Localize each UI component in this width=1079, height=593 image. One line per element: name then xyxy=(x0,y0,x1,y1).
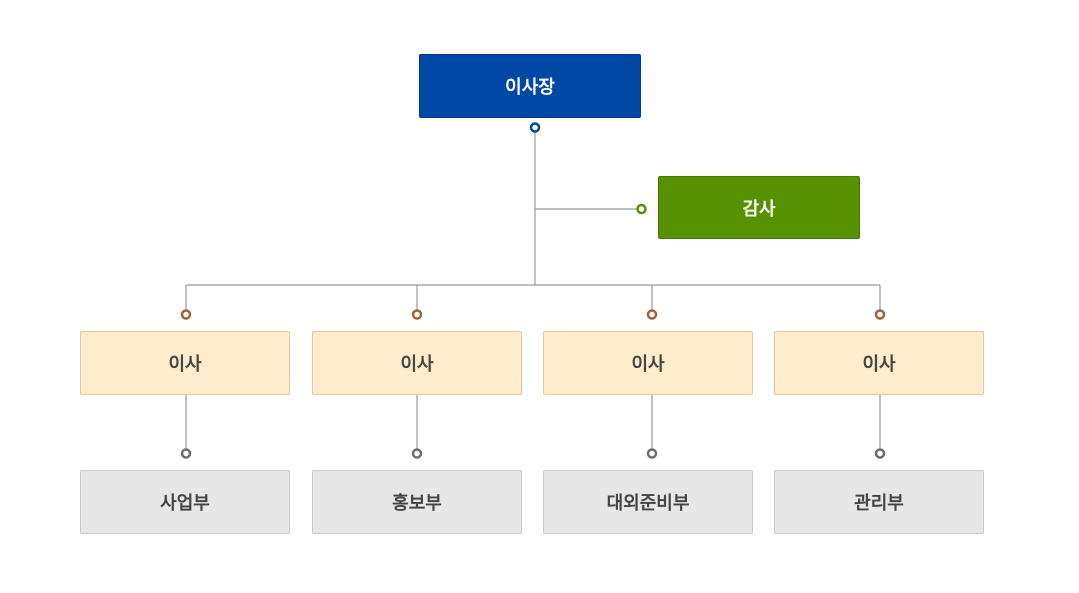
dept-connector-dot-3 xyxy=(646,448,658,459)
department-label-pr: 홍보부 xyxy=(392,493,442,514)
department-box-business: 사업부 xyxy=(80,470,290,534)
chairman-box: 이사장 xyxy=(419,54,641,118)
department-box-external: 대외준비부 xyxy=(543,470,753,534)
auditor-label: 감사 xyxy=(742,198,776,220)
director-connector-dot-4 xyxy=(874,309,886,320)
auditor-box: 감사 xyxy=(658,176,860,239)
director-label-1: 이사 xyxy=(168,354,202,375)
department-box-pr: 홍보부 xyxy=(312,470,522,534)
director-box-2: 이사 xyxy=(312,331,522,395)
director-connector-dot-1 xyxy=(180,309,192,320)
director-label-4: 이사 xyxy=(862,354,896,375)
director-label-3: 이사 xyxy=(631,354,665,375)
director-label-2: 이사 xyxy=(400,354,434,375)
department-box-management: 관리부 xyxy=(774,470,984,534)
department-label-management: 관리부 xyxy=(854,493,904,514)
director-connector-dot-2 xyxy=(411,309,423,320)
director-box-3: 이사 xyxy=(543,331,753,395)
director-box-1: 이사 xyxy=(80,331,290,395)
department-label-external: 대외준비부 xyxy=(606,493,690,514)
dept-connector-dot-2 xyxy=(411,448,423,459)
director-box-4: 이사 xyxy=(774,331,984,395)
chairman-connector-dot xyxy=(529,122,541,133)
auditor-connector-dot xyxy=(636,203,647,215)
dept-connector-dot-1 xyxy=(180,448,192,459)
chairman-label: 이사장 xyxy=(505,77,555,98)
director-connector-dot-3 xyxy=(646,309,658,320)
department-label-business: 사업부 xyxy=(160,493,210,514)
dept-connector-dot-4 xyxy=(874,448,886,459)
